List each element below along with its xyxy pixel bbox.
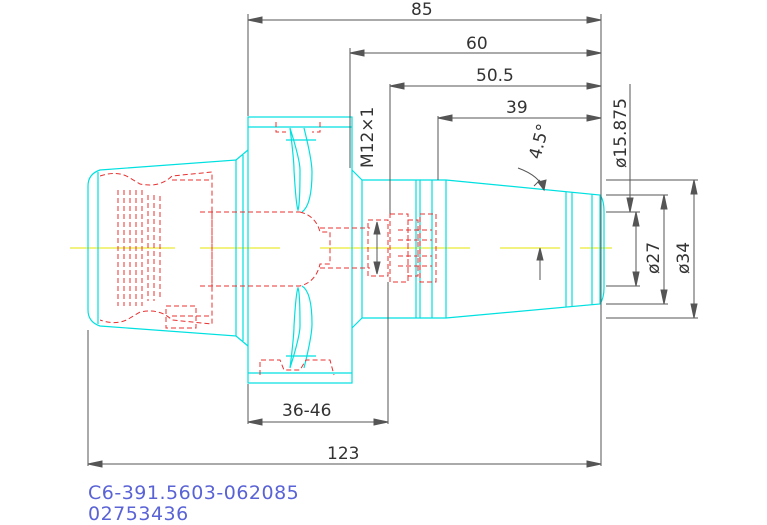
hidden-lines (99, 122, 437, 376)
dim-36-46-label: 36-46 (282, 401, 331, 421)
dimension-lines (87, 14, 698, 468)
dim-39-label: 39 (506, 98, 528, 118)
dim-85-label: 85 (411, 0, 433, 20)
dim-123-label: 123 (327, 444, 359, 464)
dim-dia-27-label: ø27 (644, 242, 664, 274)
part-outline (87, 116, 605, 384)
dim-dia-34-label: ø34 (674, 242, 694, 274)
dim-thread-label: M12×1 (358, 107, 378, 168)
dim-50-5-label: 50.5 (476, 66, 514, 86)
order-number: 02753436 (88, 503, 189, 525)
part-number: C6-391.5603-062085 (88, 482, 300, 504)
dim-angle-label: 4.5° (526, 122, 555, 162)
dim-60-label: 60 (466, 34, 488, 54)
dim-dia-15-label: ø15.875 (611, 98, 631, 168)
